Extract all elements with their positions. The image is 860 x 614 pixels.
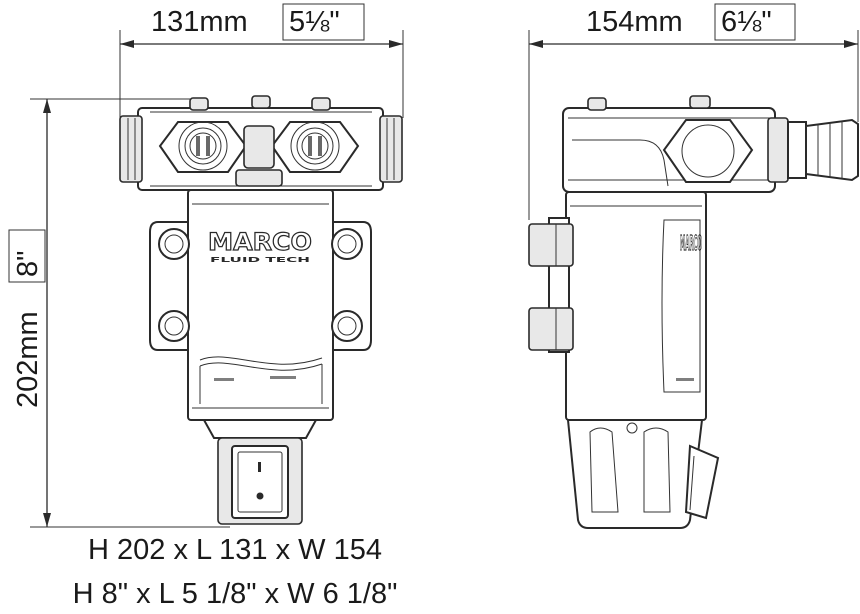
svg-text:MARCO: MARCO bbox=[208, 228, 312, 256]
height-dimension: 202mm 8" bbox=[8, 98, 230, 528]
side-width-dimension: 154mm 6⅛" bbox=[528, 3, 859, 220]
front-width-imperial: 5⅛" bbox=[289, 6, 340, 38]
dimensions-summary-imperial: H 8" x L 5 1/8" x W 6 1/8" bbox=[72, 578, 398, 610]
height-imperial: 8" bbox=[12, 251, 44, 277]
dimensions-summary-metric: H 202 x L 131 x W 154 bbox=[88, 534, 382, 566]
front-width-label: 131mm bbox=[151, 6, 248, 38]
side-width-label: 154mm bbox=[586, 6, 683, 38]
pump-front-view: MARCO FLUID TECH bbox=[119, 95, 403, 525]
svg-text:FLUID TECH: FLUID TECH bbox=[210, 256, 310, 264]
height-label: 202mm bbox=[12, 311, 44, 408]
front-width-dimension: 131mm 5⅛" bbox=[119, 3, 404, 118]
pump-side-view: MARCO bbox=[528, 95, 859, 529]
svg-text:MARCO: MARCO bbox=[680, 231, 702, 255]
marco-logo: MARCO FLUID TECH bbox=[207, 227, 312, 264]
side-width-imperial: 6⅛" bbox=[721, 6, 772, 38]
